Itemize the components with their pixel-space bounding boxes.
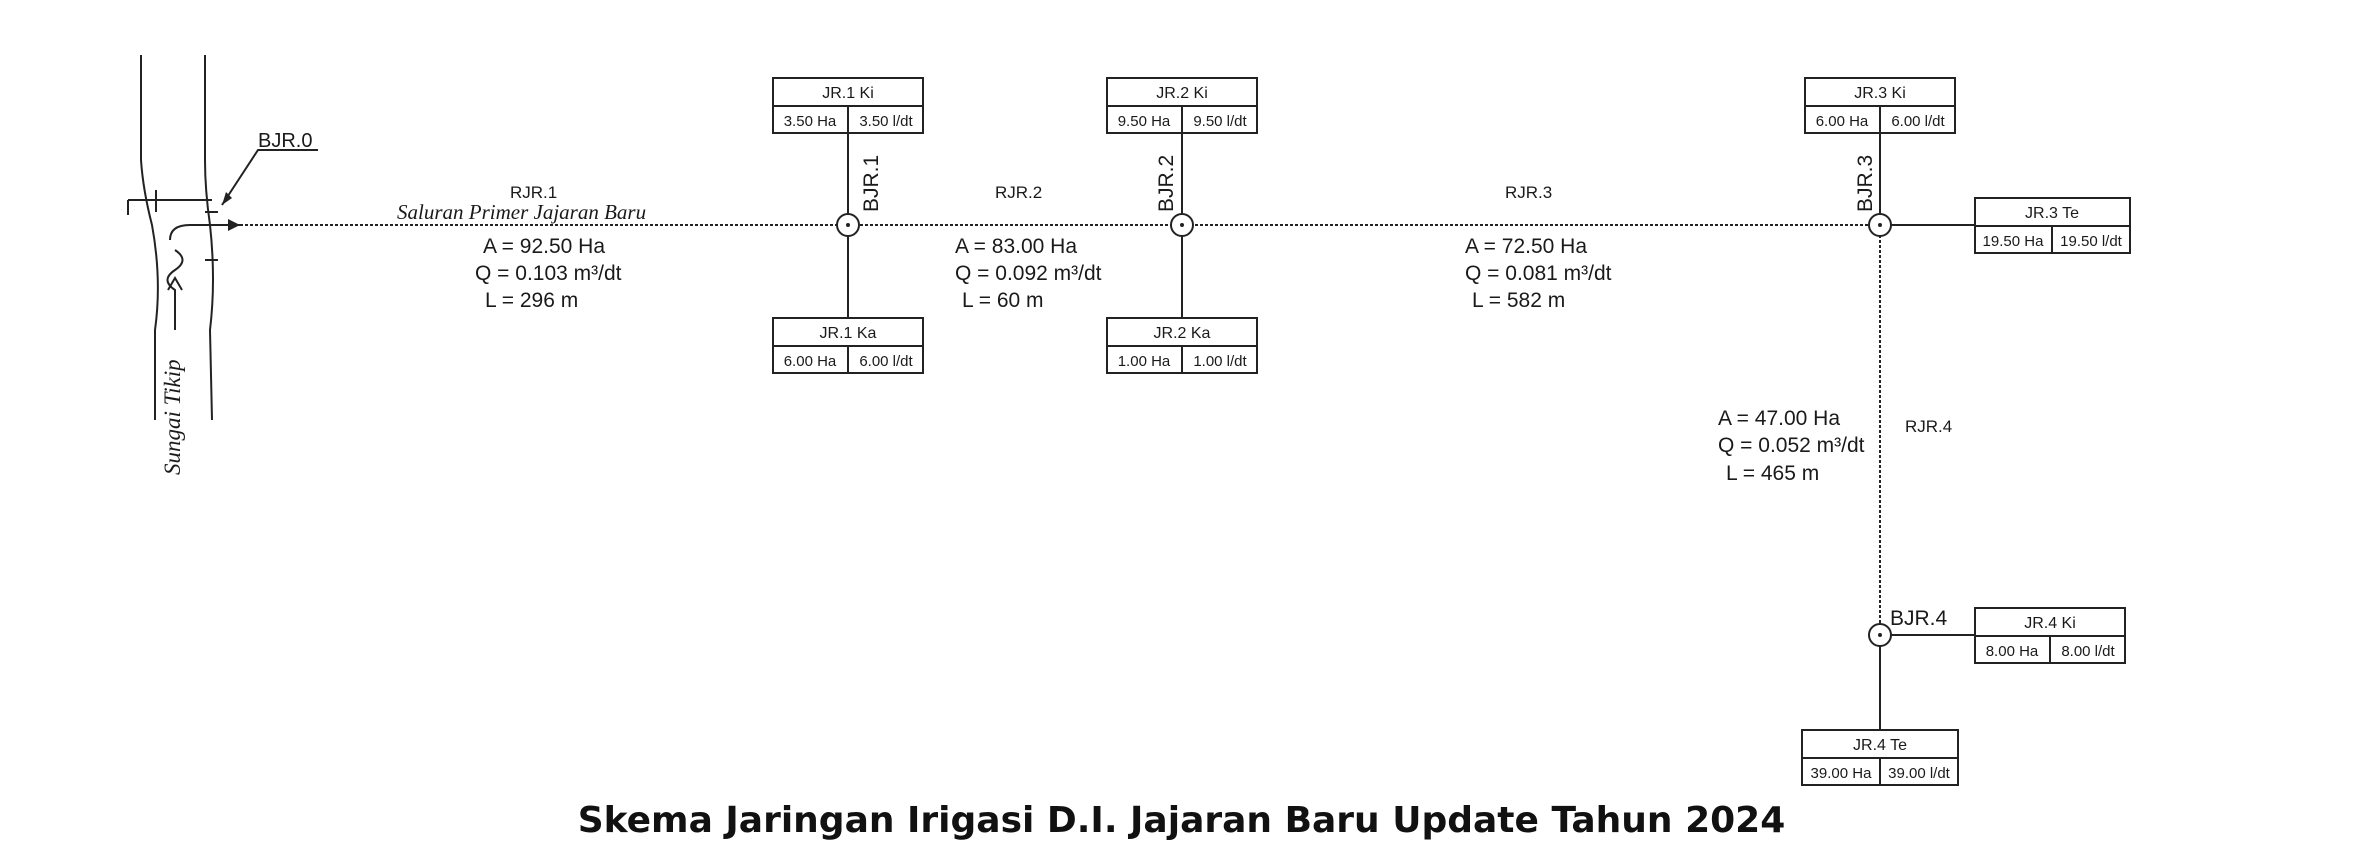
river: Sungai Tikip	[127, 55, 214, 475]
unit-flow: 39.00 l/dt	[1888, 765, 1951, 782]
diversion-structures: BJR.1 BJR.2 BJR.3 BJR.4	[836, 155, 1948, 647]
unit-area: 39.00 Ha	[1811, 765, 1873, 782]
segment-area: A = 72.50 Ha	[1465, 235, 1587, 258]
unit-flow: 1.00 l/dt	[1193, 353, 1247, 370]
river-left-bank	[140, 55, 159, 420]
tertiary-branches	[847, 133, 1881, 318]
bjr3-node-center	[1878, 223, 1882, 227]
bjr0-leader-line	[221, 149, 318, 206]
primary-canal: Saluran Primer Jajaran Baru	[240, 200, 1975, 226]
segment-name: RJR.4	[1905, 417, 1952, 436]
unit-flow: 19.50 l/dt	[2060, 233, 2123, 250]
tertiary-box-jr2-ki: JR.2 Ki 9.50 Ha 9.50 l/dt	[1106, 77, 1258, 134]
unit-name: JR.1 Ka	[820, 325, 877, 342]
bjr4-node-center	[1878, 633, 1882, 637]
unit-area: 8.00 Ha	[1986, 643, 2039, 660]
unit-name: JR.2 Ka	[1154, 325, 1211, 342]
segment-rjr2: RJR.2 A = 83.00 Ha Q = 0.092 m³/dt L = 6…	[955, 183, 1102, 312]
unit-area: 6.00 Ha	[1816, 113, 1869, 130]
bjr0-leader-arrowhead	[222, 192, 232, 205]
flow-arrowhead	[167, 276, 183, 291]
tertiary-box-jr1-ki: JR.1 Ki 3.50 Ha 3.50 l/dt	[772, 77, 924, 134]
segment-length: L = 296 m	[485, 289, 578, 312]
unit-flow: 6.00 l/dt	[859, 353, 913, 370]
headworks-bjr0: BJR.0	[169, 130, 318, 261]
bjr4-label: BJR.4	[1890, 607, 1948, 630]
unit-flow: 9.50 l/dt	[1193, 113, 1247, 130]
unit-name: JR.2 Ki	[1156, 85, 1208, 102]
unit-area: 9.50 Ha	[1118, 113, 1171, 130]
tertiary-box-jr3-te: JR.3 Te 19.50 Ha 19.50 l/dt	[1974, 197, 2131, 254]
unit-name: JR.3 Ki	[1854, 85, 1906, 102]
unit-name: JR.4 Ki	[2024, 615, 2076, 632]
segment-length: L = 582 m	[1472, 289, 1565, 312]
tertiary-box-jr2-ka: JR.2 Ka 1.00 Ha 1.00 l/dt	[1106, 317, 1258, 374]
segment-area: A = 83.00 Ha	[955, 235, 1077, 258]
bjr1-label: BJR.1	[860, 155, 883, 212]
flow-direction-arrow	[166, 249, 184, 330]
bjr1-node-center	[846, 223, 850, 227]
unit-name: JR.4 Te	[1853, 737, 1907, 754]
river-label: Sungai Tikip	[160, 359, 185, 475]
unit-area: 3.50 Ha	[784, 113, 837, 130]
bjr2-node-center	[1180, 223, 1184, 227]
segment-name: RJR.3	[1505, 183, 1552, 202]
bjr0-label: BJR.0	[258, 130, 312, 152]
segment-area: A = 47.00 Ha	[1718, 407, 1840, 430]
bjr3-label: BJR.3	[1854, 155, 1877, 212]
intake-arrowhead	[228, 219, 240, 231]
unit-area: 1.00 Ha	[1118, 353, 1171, 370]
unit-name: JR.1 Ki	[822, 85, 874, 102]
secondary-canal-rjr4	[1879, 235, 1975, 730]
segment-area: A = 92.50 Ha	[483, 235, 605, 258]
tertiary-box-jr1-ka: JR.1 Ka 6.00 Ha 6.00 l/dt	[772, 317, 924, 374]
irrigation-scheme-diagram: Sungai Tikip BJR.0 Saluran Primer Jajara…	[127, 55, 2131, 786]
unit-area: 19.50 Ha	[1983, 233, 2045, 250]
tertiary-box-jr4-ki: JR.4 Ki 8.00 Ha 8.00 l/dt	[1974, 607, 2126, 664]
segment-name: RJR.1	[510, 183, 557, 202]
unit-name: JR.3 Te	[2025, 205, 2079, 222]
unit-flow: 6.00 l/dt	[1891, 113, 1945, 130]
segment-flow: Q = 0.052 m³/dt	[1718, 434, 1865, 457]
tertiary-box-jr3-ki: JR.3 Ki 6.00 Ha 6.00 l/dt	[1804, 77, 1956, 134]
segment-rjr1: RJR.1 A = 92.50 Ha Q = 0.103 m³/dt L = 2…	[475, 183, 622, 312]
tertiary-box-jr4-te: JR.4 Te 39.00 Ha 39.00 l/dt	[1801, 729, 1959, 786]
unit-flow: 8.00 l/dt	[2061, 643, 2115, 660]
segment-flow: Q = 0.103 m³/dt	[475, 262, 622, 285]
intake-channel	[169, 224, 240, 241]
diagram-caption: Skema Jaringan Irigasi D.I. Jajaran Baru…	[577, 800, 1786, 841]
primary-canal-label: Saluran Primer Jajaran Baru	[397, 200, 646, 224]
segment-rjr3: RJR.3 A = 72.50 Ha Q = 0.081 m³/dt L = 5…	[1465, 183, 1612, 312]
segment-flow: Q = 0.092 m³/dt	[955, 262, 1102, 285]
segment-length: L = 465 m	[1726, 462, 1819, 485]
segment-flow: Q = 0.081 m³/dt	[1465, 262, 1612, 285]
segment-name: RJR.2	[995, 183, 1042, 202]
unit-flow: 3.50 l/dt	[859, 113, 913, 130]
river-right-bank	[204, 55, 214, 421]
segment-length: L = 60 m	[962, 289, 1044, 312]
bjr2-label: BJR.2	[1155, 155, 1178, 212]
segment-rjr4: RJR.4 A = 47.00 Ha Q = 0.052 m³/dt L = 4…	[1718, 407, 1952, 485]
unit-area: 6.00 Ha	[784, 353, 837, 370]
